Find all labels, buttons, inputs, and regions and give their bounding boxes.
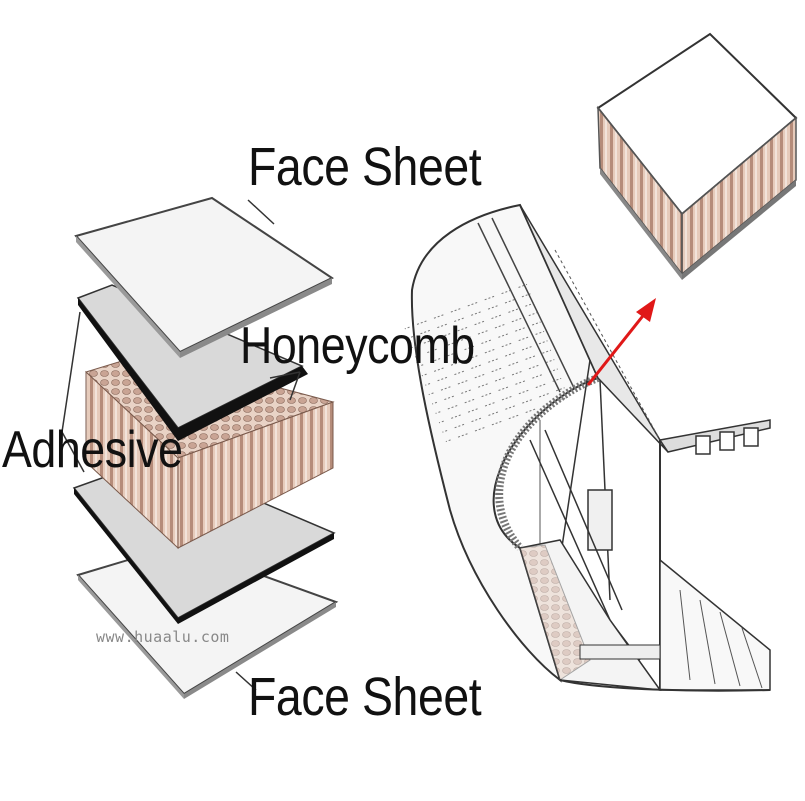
leader-lines	[61, 199, 301, 691]
face-sheet-bottom-label: Face Sheet	[248, 667, 482, 727]
top-adhesive-layer	[76, 284, 308, 441]
red-arrow	[586, 298, 656, 386]
exploded-sandwich	[61, 196, 339, 699]
adhesive-label: Adhesive	[2, 421, 183, 479]
watermark-text: www.huaalu.com	[96, 628, 230, 646]
honeycomb-panel-block	[596, 32, 798, 280]
honeycomb-label: Honeycomb	[240, 317, 475, 375]
wing-cutaway	[403, 203, 771, 692]
spar-teeth	[695, 427, 759, 455]
top-face-sheet	[74, 196, 335, 358]
face-sheet-top-label: Face Sheet	[248, 137, 482, 197]
